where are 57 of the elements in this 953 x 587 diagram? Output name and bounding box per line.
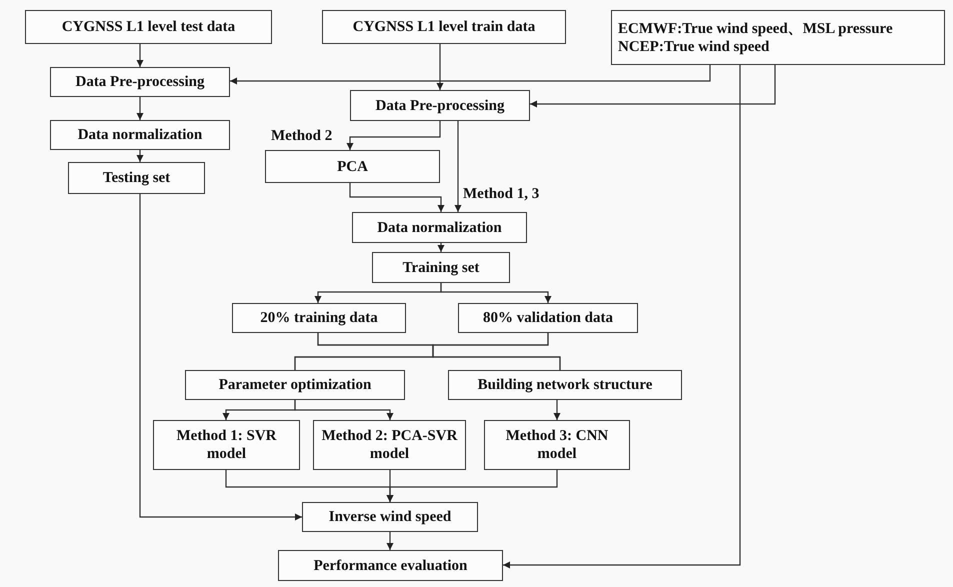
arrow [346, 121, 441, 150]
process-box [232, 303, 406, 333]
process-box [352, 212, 527, 243]
arrow [386, 470, 558, 502]
edge-label: Method 1, 3 [462, 186, 540, 203]
box-label: 80% validation data [482, 309, 614, 327]
box-label: Testing set [102, 169, 170, 187]
arrow [554, 400, 560, 420]
arrow [136, 97, 144, 120]
process-box [50, 120, 230, 150]
process-box [484, 420, 630, 470]
arrow [139, 194, 302, 520]
process-box [68, 162, 205, 194]
arrow [230, 65, 711, 84]
box-label: Parameter optimization [218, 376, 372, 394]
box-label: NCEP:True wind speed [618, 38, 770, 56]
arrow [454, 121, 462, 212]
process-box [313, 420, 466, 470]
arrow [136, 44, 144, 67]
box-label: Data Pre-processing [375, 96, 504, 114]
arrow [440, 283, 552, 303]
box-label: Method 2: PCA-SVR model [320, 427, 459, 463]
box-label: Data normalization [377, 218, 502, 236]
box-label: PCA [337, 158, 368, 176]
box-label: Performance evaluation [314, 556, 468, 574]
box-label: CYGNSS L1 level test data [62, 18, 236, 36]
process-box [448, 370, 682, 400]
arrow [386, 532, 394, 550]
arrow [438, 243, 444, 252]
box-label: Method 1: SVR model [176, 427, 278, 463]
arrow [349, 183, 444, 212]
process-box [350, 90, 530, 121]
box-label: Data normalization [78, 126, 202, 144]
box-label: Training set [402, 258, 480, 276]
process-box [372, 252, 510, 283]
process-box [302, 502, 478, 532]
box-label: 20% training data [260, 309, 378, 327]
process-box [153, 420, 300, 470]
box-label: ECMWF:True wind speed、MSL pressure [618, 20, 893, 38]
process-box [278, 550, 503, 581]
box-label: CYGNSS L1 level train data [352, 18, 536, 36]
process-box [265, 150, 440, 183]
process-box [322, 10, 566, 44]
box-label: Method 3: CNN model [504, 427, 610, 463]
box-label: Data Pre-processing [75, 73, 204, 91]
process-box [50, 67, 230, 97]
arrow [136, 150, 144, 162]
box-label: Inverse wind speed [328, 508, 452, 526]
process-box [25, 10, 272, 44]
arrow [294, 400, 394, 420]
arrow [530, 65, 776, 108]
arrow [503, 65, 741, 568]
process-box [611, 10, 945, 65]
process-box [185, 370, 405, 400]
arrow [436, 44, 444, 90]
box-label: Building network structure [478, 376, 652, 394]
process-box [458, 303, 638, 333]
